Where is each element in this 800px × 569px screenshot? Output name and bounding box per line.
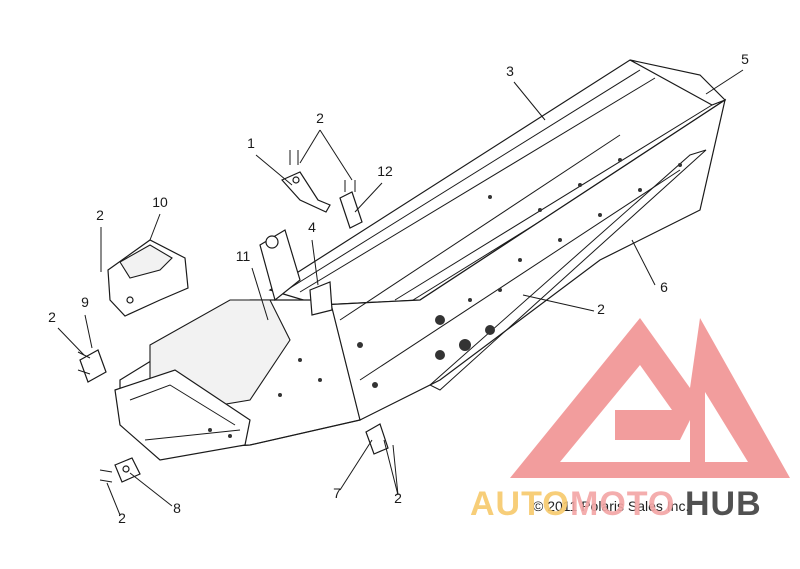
leader-line bbox=[383, 439, 399, 496]
callout-number: 1 bbox=[247, 135, 255, 151]
callout-number: 2 bbox=[394, 490, 402, 506]
leader-line bbox=[392, 444, 399, 496]
callout-number: 9 bbox=[81, 294, 89, 310]
part-12-plate bbox=[339, 180, 363, 229]
copyright-text: © 2011 Polaris Sales Inc. bbox=[533, 498, 689, 514]
leader-line bbox=[631, 239, 656, 286]
callout-number: 7 bbox=[333, 485, 341, 501]
callout-number: 5 bbox=[741, 51, 749, 67]
callout-number: 2 bbox=[96, 207, 104, 223]
callout-number: 2 bbox=[316, 110, 324, 126]
part-9-bracket bbox=[77, 349, 107, 383]
leader-line bbox=[84, 314, 93, 349]
callout-number: 2 bbox=[118, 510, 126, 526]
leader-line bbox=[129, 472, 173, 507]
callout-number: 6 bbox=[660, 279, 668, 295]
part-1-bracket bbox=[281, 150, 331, 213]
callout-number: 2 bbox=[48, 309, 56, 325]
leader-line bbox=[57, 327, 85, 356]
callout-number: 10 bbox=[152, 194, 168, 210]
part-7-bracket bbox=[365, 423, 389, 455]
watermark-hub: HUB bbox=[685, 485, 762, 523]
watermark-auto: AUTO bbox=[470, 485, 570, 523]
leader-line bbox=[513, 81, 546, 121]
leader-line bbox=[106, 482, 121, 516]
callout-number: 8 bbox=[173, 500, 181, 516]
tunnel-assembly bbox=[114, 59, 727, 461]
watermark-logo bbox=[510, 318, 790, 478]
leader-line bbox=[354, 182, 383, 213]
callout-number: 12 bbox=[377, 163, 393, 179]
watermark-triangle bbox=[510, 318, 790, 478]
callout-number: 4 bbox=[308, 219, 316, 235]
leader-line bbox=[339, 439, 373, 491]
leader-line bbox=[522, 294, 595, 312]
callout-number: 2 bbox=[597, 301, 605, 317]
leader-line bbox=[319, 129, 353, 181]
watermark-text: AUTO MOTO HUB bbox=[470, 485, 762, 523]
leader-line bbox=[255, 154, 293, 186]
leader-line bbox=[705, 69, 744, 95]
rivet-holes bbox=[208, 158, 682, 438]
part-10-support bbox=[100, 239, 189, 317]
leader-line bbox=[149, 213, 161, 241]
leader-line bbox=[299, 129, 321, 164]
callout-number: 11 bbox=[236, 248, 251, 264]
watermark-moto: MOTO bbox=[570, 485, 675, 523]
leader-line bbox=[311, 239, 319, 286]
leader-line bbox=[251, 267, 269, 321]
callout-number: 3 bbox=[506, 63, 514, 79]
part-8-mount bbox=[99, 457, 141, 483]
